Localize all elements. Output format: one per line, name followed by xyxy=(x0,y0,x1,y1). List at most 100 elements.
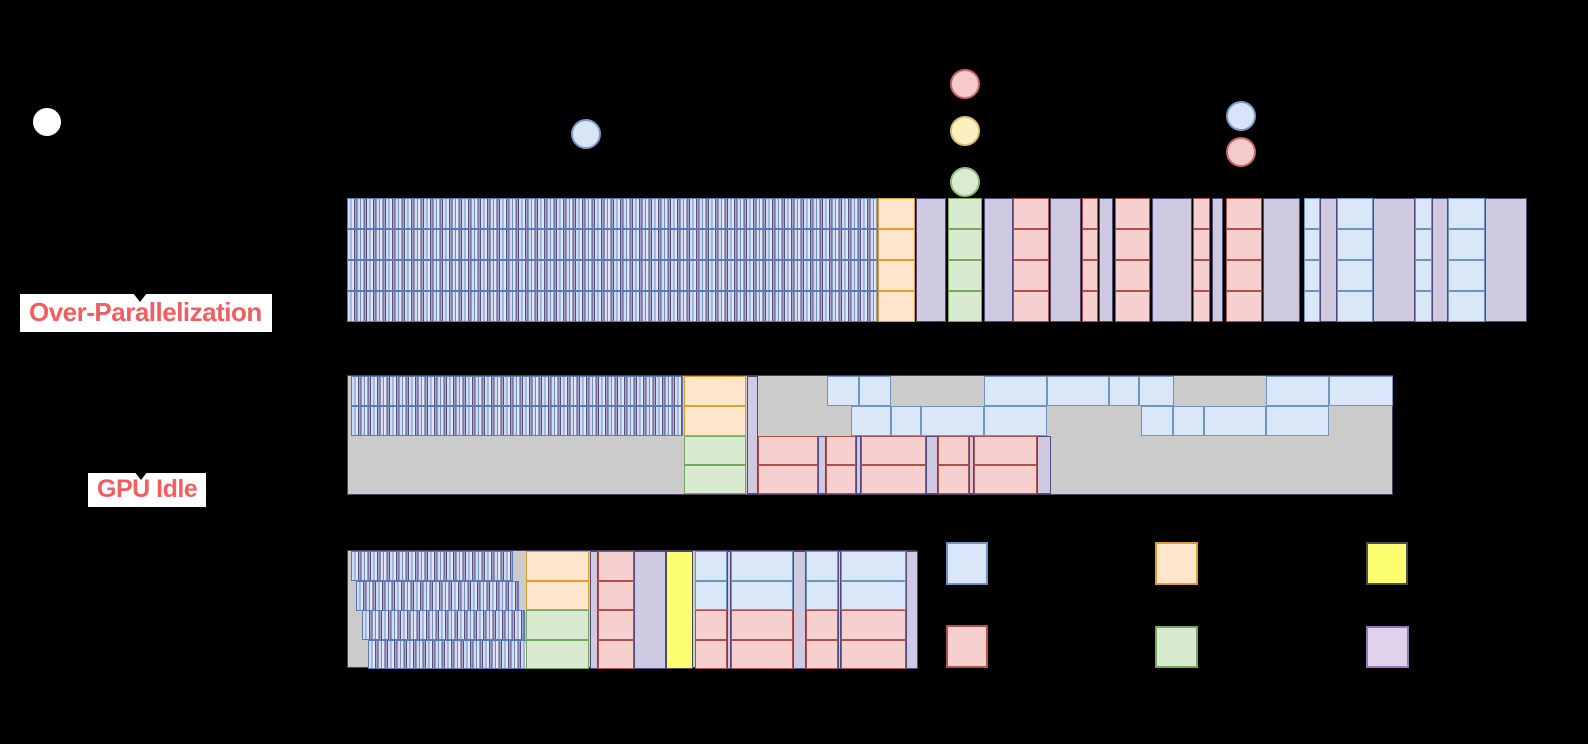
cell-block-red xyxy=(861,436,926,494)
cell-block-red xyxy=(695,610,727,669)
cell-block-green xyxy=(948,198,982,322)
cell-block-blue xyxy=(921,406,984,436)
cell-block-red xyxy=(841,610,906,669)
cell-blue xyxy=(1304,229,1320,260)
cell-block-blue xyxy=(1415,198,1432,322)
legend-swatch-red xyxy=(946,625,988,668)
cell-red xyxy=(938,436,969,465)
cell-orange xyxy=(878,198,915,229)
cell-green xyxy=(526,610,589,640)
cell-block-blue xyxy=(827,376,859,406)
cell-block-blue xyxy=(891,406,921,436)
cell-blue xyxy=(695,551,727,581)
cell-blue xyxy=(1047,376,1109,406)
cell-red xyxy=(1082,229,1098,260)
cell-block-blue xyxy=(1304,198,1320,322)
cell-green xyxy=(684,436,746,465)
cell-block-blue xyxy=(1266,376,1329,406)
cell-red xyxy=(841,610,906,640)
cell-block-red xyxy=(598,551,634,669)
solid-block-lavender xyxy=(984,198,1013,322)
cell-red xyxy=(598,580,634,610)
cell-blue xyxy=(1415,198,1432,229)
step-marker-green xyxy=(950,167,980,197)
cell-block-blue xyxy=(1448,198,1485,322)
solid-block-lavender xyxy=(634,551,666,669)
cell-block-red xyxy=(938,436,969,494)
timeline-optimized xyxy=(347,550,918,669)
stripe-block xyxy=(368,639,531,669)
cell-block-red xyxy=(731,610,793,669)
cell-block-blue xyxy=(1204,406,1266,436)
solid-block-lavender xyxy=(590,551,598,669)
cell-orange xyxy=(684,376,746,406)
cell-green xyxy=(526,639,589,669)
step-marker-blue-2 xyxy=(1226,101,1256,131)
cell-red xyxy=(695,610,727,640)
cell-green xyxy=(948,229,982,260)
cell-blue xyxy=(1139,376,1174,406)
cell-blue xyxy=(1448,291,1485,322)
cell-blue xyxy=(851,406,891,436)
cell-block-blue xyxy=(1329,376,1393,406)
solid-block-yellow xyxy=(666,551,693,669)
solid-block-lavender xyxy=(818,436,826,494)
cell-blue xyxy=(1141,406,1173,436)
cell-block-green xyxy=(526,610,589,669)
cell-orange xyxy=(526,551,589,581)
cell-red xyxy=(1193,260,1210,291)
cell-block-blue xyxy=(1109,376,1139,406)
step-marker-white xyxy=(33,108,61,136)
step-marker-blue-1 xyxy=(571,119,601,149)
step-marker-yellow xyxy=(950,116,980,146)
cell-orange xyxy=(526,580,589,610)
stripe-block xyxy=(351,551,513,581)
cell-red xyxy=(974,465,1037,494)
solid-block-lavender xyxy=(1320,198,1337,322)
cell-orange xyxy=(878,260,915,291)
stripe-block xyxy=(351,376,683,406)
cell-blue xyxy=(1329,376,1393,406)
solid-block-lavender xyxy=(856,436,861,494)
cell-block-blue xyxy=(731,551,793,610)
cell-blue xyxy=(827,376,859,406)
cell-red xyxy=(598,639,634,669)
solid-block-lavender xyxy=(1373,198,1415,322)
cell-red xyxy=(1226,291,1262,322)
cell-green xyxy=(948,291,982,322)
cell-block-red xyxy=(974,436,1037,494)
cell-blue xyxy=(1337,198,1373,229)
cell-block-blue xyxy=(1266,406,1329,436)
cell-red xyxy=(1226,229,1262,260)
cell-red xyxy=(861,436,926,465)
cell-blue xyxy=(859,376,891,406)
cell-red xyxy=(806,639,838,669)
cell-red xyxy=(1193,198,1210,229)
cell-red xyxy=(1193,229,1210,260)
stripe-block xyxy=(347,229,878,260)
cell-block-blue xyxy=(984,406,1047,436)
cell-red xyxy=(806,610,838,640)
cell-blue xyxy=(1448,198,1485,229)
cell-block-blue xyxy=(1139,376,1174,406)
cell-block-blue xyxy=(1047,376,1109,406)
cell-block-red xyxy=(758,436,818,494)
cell-red xyxy=(731,610,793,640)
solid-block-lavender xyxy=(1037,436,1051,494)
solid-block-lavender xyxy=(916,198,946,322)
step-marker-red-1 xyxy=(950,69,980,99)
cell-block-orange xyxy=(878,198,915,322)
cell-red xyxy=(1115,291,1150,322)
cell-blue xyxy=(1204,406,1266,436)
cell-red xyxy=(598,610,634,640)
cell-red xyxy=(841,639,906,669)
cell-red xyxy=(1013,198,1049,229)
cell-red xyxy=(1013,229,1049,260)
stripe-block xyxy=(347,291,878,322)
cell-red xyxy=(695,639,727,669)
cell-block-red xyxy=(1082,198,1098,322)
cell-blue xyxy=(1415,229,1432,260)
cell-block-orange xyxy=(684,376,746,436)
cell-orange xyxy=(878,291,915,322)
cell-block-red xyxy=(1115,198,1150,322)
